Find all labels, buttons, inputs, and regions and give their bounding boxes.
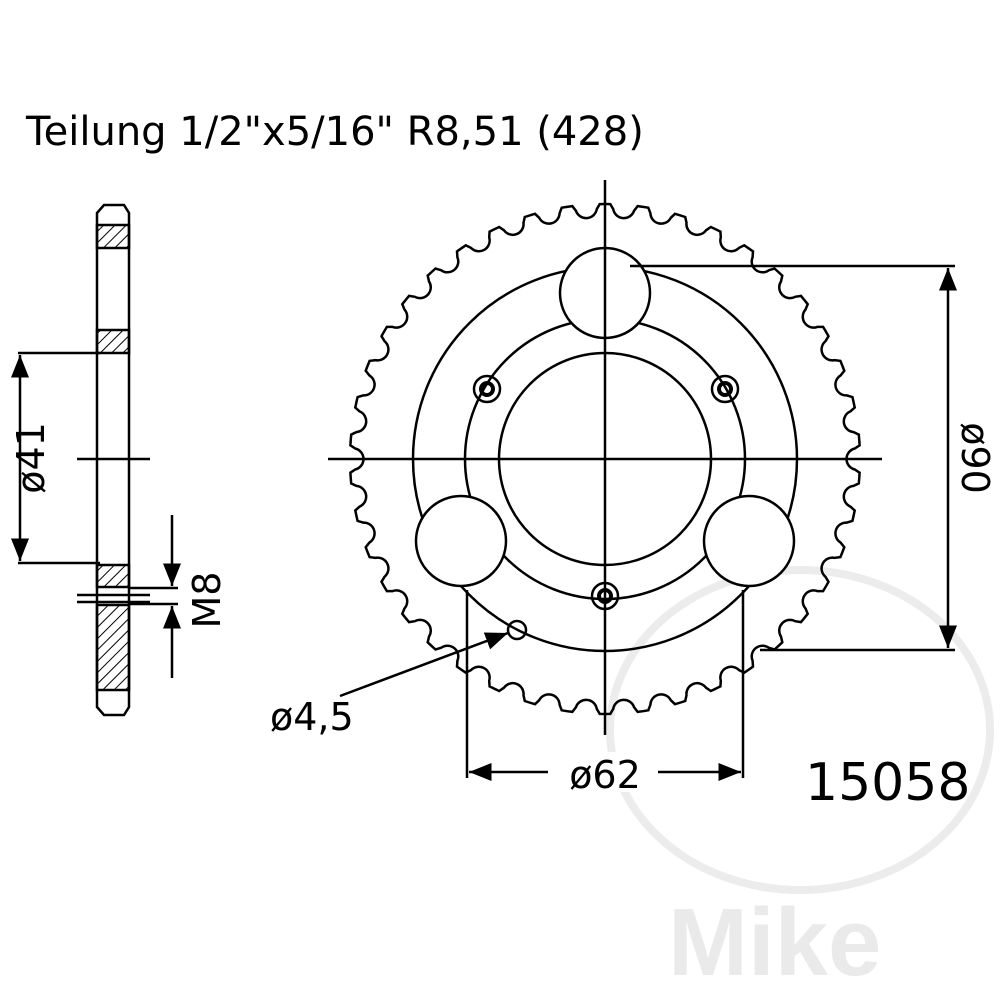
watermark-ellipse [606,566,994,894]
dim-label-hole: ø4,5 [270,695,354,739]
lightening-hole-left [414,494,508,588]
small-hole [506,619,528,641]
lightening-hole-right [702,494,796,588]
bolt-hole-top-left [472,374,502,404]
side-profile [95,203,131,717]
bolt-hole-top-right [710,374,740,404]
dim-label-thread: M8 [185,572,229,629]
front-view [328,180,957,781]
watermark-logo: Mike [668,889,881,996]
page-title: Teilung 1/2"x5/16" R8,51 (428) [25,109,644,155]
hatch-hub-bottom [95,563,131,589]
hatch-tooth-top [95,223,131,250]
sprocket-teeth-outline [349,202,861,716]
dim-label-bolt-circle: ø62 [569,753,641,797]
leader-4-5 [339,631,509,698]
part-number: 15058 [805,753,970,813]
dim-label-bore: ø41 [9,422,53,494]
side-view [11,203,181,717]
hatch-tooth-bottom [95,603,131,692]
label-bg-62 [548,752,658,792]
watermark: Mike [606,566,994,996]
dim-label-outer-bolt: ø90 [953,422,997,494]
hatch-hub-top [95,328,131,355]
